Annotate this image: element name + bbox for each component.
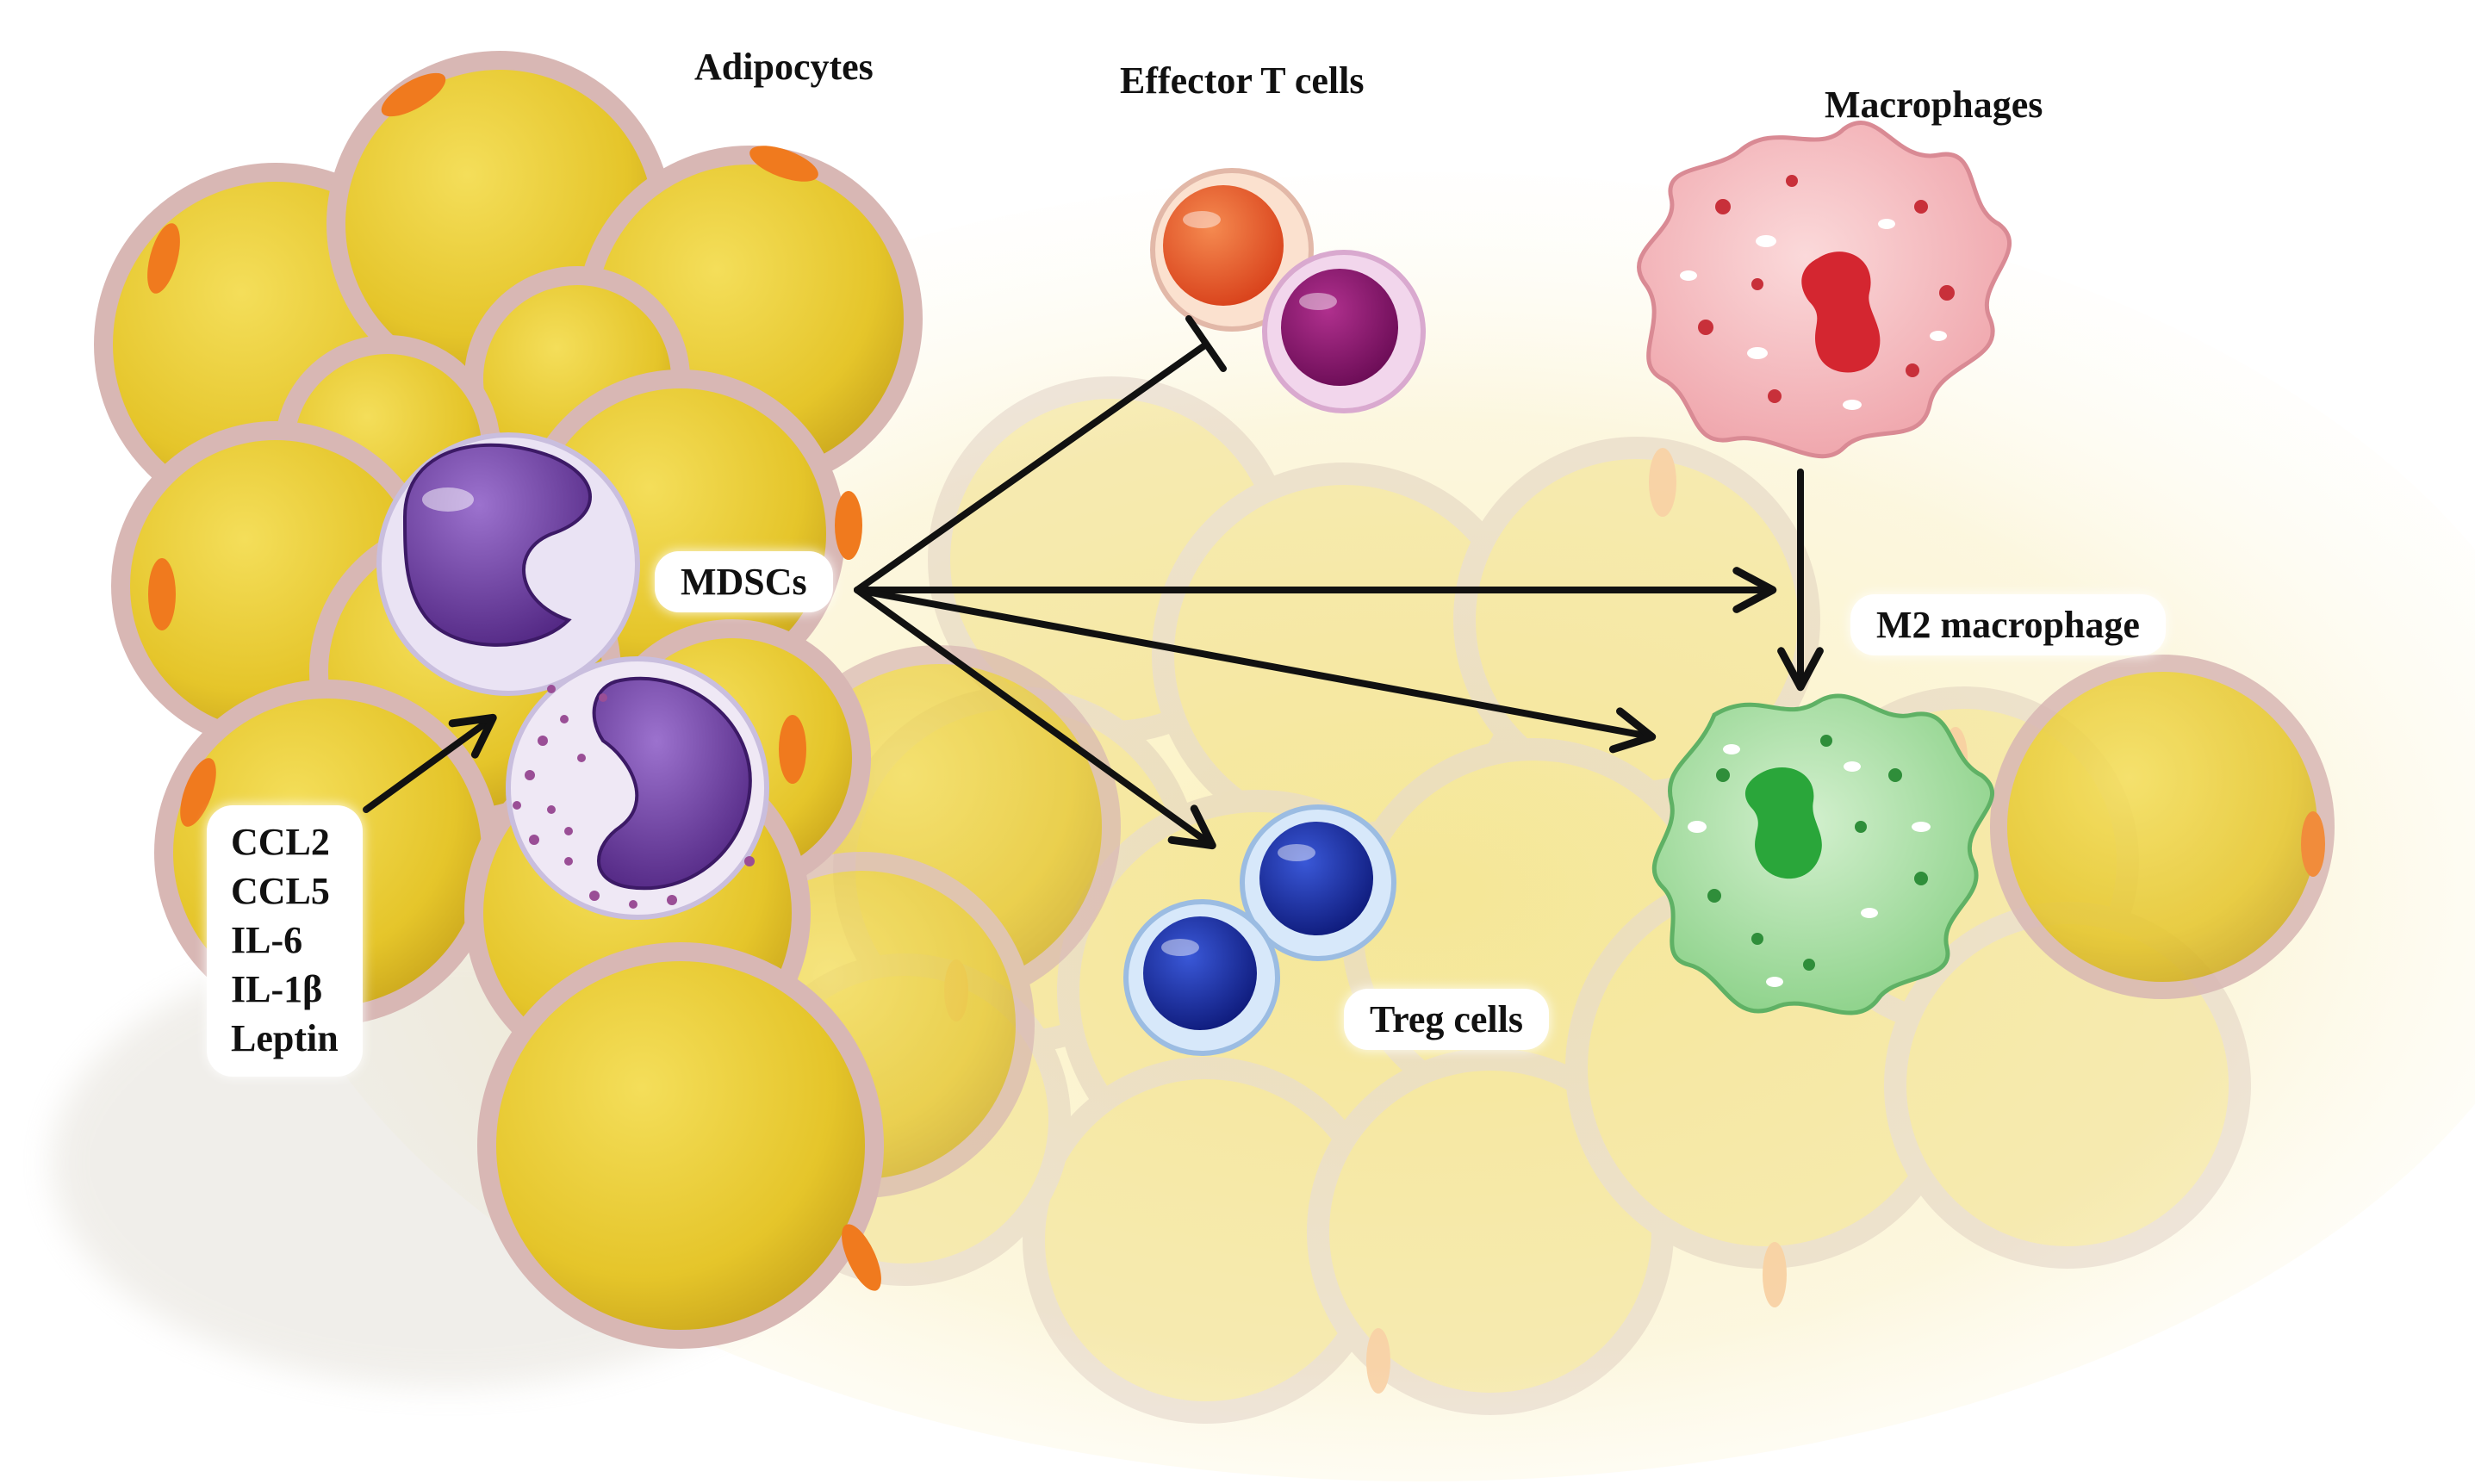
cytokine-list: CCL2 CCL5 IL-6 IL-1β Leptin <box>207 805 363 1077</box>
adipocyte-right-edge <box>1990 655 2335 999</box>
inhibition-line-effector-t <box>854 341 1210 593</box>
label-treg-cells: Treg cells <box>1344 989 1549 1050</box>
macrophage-cell <box>1637 121 2012 459</box>
effector-t-cell-orange <box>1150 168 1314 332</box>
mdsc-cell-lower <box>506 656 769 920</box>
inhibition-bar <box>1185 315 1227 372</box>
cytokine-item: Leptin <box>231 1017 339 1059</box>
arrows <box>363 315 1824 850</box>
treg-cell-1 <box>1240 804 1396 961</box>
label-adipocytes: Adipocytes <box>694 46 874 88</box>
mdsc-cell-upper <box>376 432 640 696</box>
adipocyte <box>477 942 884 1349</box>
label-effector-t-cells: Effector T cells <box>1120 59 1365 102</box>
arrow-mdsc-to-m2-macrophage <box>854 587 1657 754</box>
cytokine-item: CCL5 <box>231 870 330 912</box>
cytokine-item: CCL2 <box>231 821 330 863</box>
cytokine-item: IL-6 <box>231 919 303 961</box>
treg-cell-2 <box>1123 899 1280 1056</box>
arrow-cytokines-to-mdsc <box>363 713 497 813</box>
label-m2-macrophage: M2 macrophage <box>1850 594 2166 655</box>
label-mdscs: MDSCs <box>655 551 833 612</box>
label-macrophages: Macrophages <box>1825 84 2043 126</box>
m2-macrophage-cell <box>1651 693 1995 1015</box>
cytokine-item: IL-1β <box>231 968 323 1010</box>
effector-t-cell-purple <box>1262 250 1426 413</box>
arrow-mdsc-to-treg <box>854 587 1216 850</box>
